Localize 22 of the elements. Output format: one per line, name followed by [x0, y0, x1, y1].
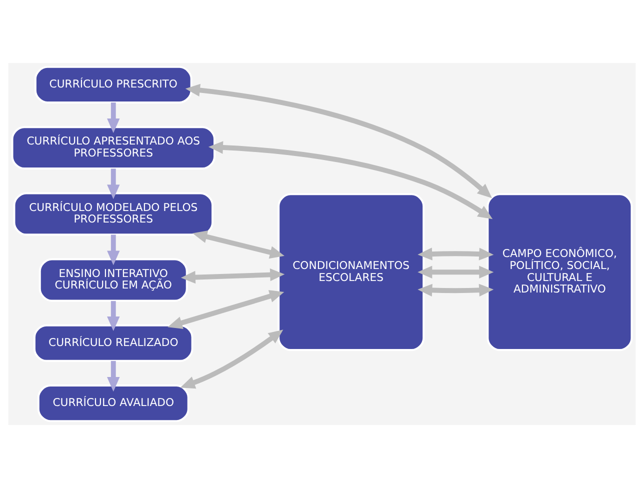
arrow	[107, 234, 120, 266]
arrow	[418, 248, 494, 260]
arrow	[418, 284, 494, 297]
node-box: ENSINO INTERATIVO CURRÍCULO EM AÇÃO	[38, 258, 188, 302]
arrow	[107, 360, 120, 392]
node-box: CAMPO ECONÔMICO, POLÍTICO, SOCIAL, CULTURAL E ADMINISTRATIVO	[486, 193, 633, 352]
arrow	[107, 102, 120, 134]
arrow	[208, 141, 493, 220]
node-box: CURRÍCULO APRESENTADO AOS PROFESSORES	[11, 126, 216, 170]
node-box: CURRÍCULO AVALIADO	[37, 384, 190, 422]
arrow	[192, 230, 284, 259]
node-box: CONDICIONAMENTOS ESCOLARES	[278, 193, 425, 352]
arrow	[107, 168, 120, 200]
arrow	[168, 290, 284, 329]
arrow	[418, 266, 494, 278]
node-box: CURRÍCULO REALIZADO	[33, 324, 194, 362]
node-box: CURRÍCULO MODELADO PELOS PROFESSORES	[13, 192, 214, 236]
arrow	[180, 330, 284, 389]
arrow	[107, 301, 120, 332]
arrow	[185, 84, 492, 198]
node-box: CURRÍCULO PRESCRITO	[34, 66, 192, 104]
arrow	[180, 268, 285, 284]
